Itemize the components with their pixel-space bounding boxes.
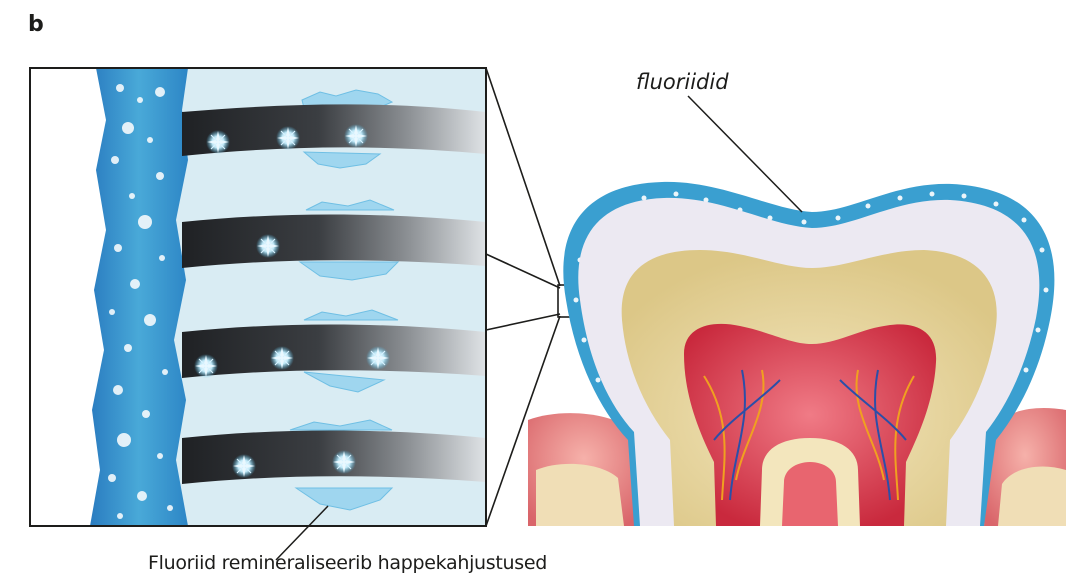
enamel-zoom-inset: [30, 68, 486, 526]
label-remineralization: Fluoriid remineraliseerib happekahjustus…: [148, 552, 547, 574]
label-fluorides: fluoriidid: [636, 70, 729, 94]
tooth-illustration: [528, 182, 1066, 526]
panel-letter: b: [28, 12, 44, 37]
fluoride-layer-zoom: [90, 68, 188, 526]
